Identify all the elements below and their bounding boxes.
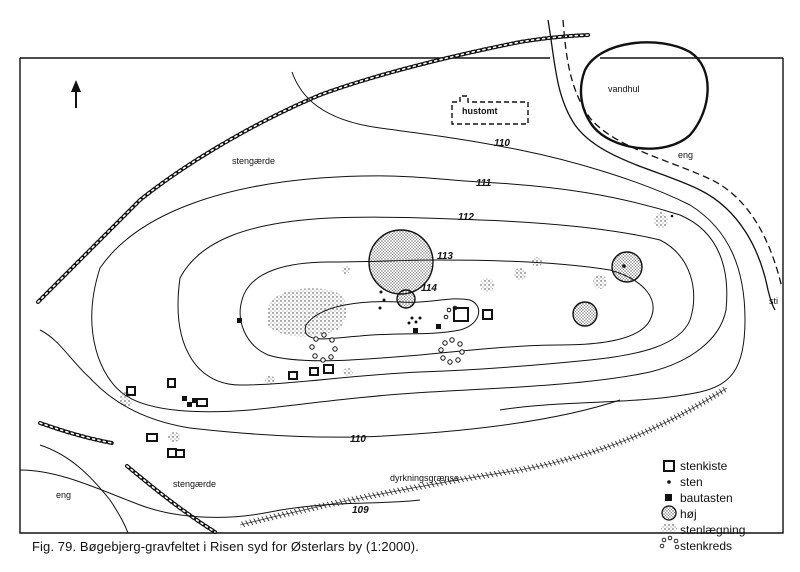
label-eng-left: eng: [56, 490, 72, 500]
figure-caption: Fig. 79. Bøgebjerg-gravfeltet i Risen sy…: [32, 539, 419, 554]
cultivation-boundary: [239, 385, 729, 528]
contour-label-113: 113: [437, 251, 453, 262]
stone-paving-7: [343, 368, 353, 376]
label-vandhul: vandhul: [608, 84, 640, 94]
stone-fence-lower-left-inner: [39, 422, 113, 444]
contour-left-curve: [39, 444, 129, 534]
contour-110-bottom: [39, 329, 621, 438]
legend: stenkiste sten bautasten høj stenlægning…: [662, 458, 745, 554]
stone-paving-6: [265, 376, 275, 384]
legend-item-stenkreds: stenkreds: [662, 538, 745, 554]
stone-paving-10: [342, 266, 350, 274]
contour-114: [304, 298, 480, 340]
legend-label-stenkreds: stenkreds: [680, 539, 733, 553]
stone-paving-3: [514, 268, 526, 280]
label-sti: sti: [769, 296, 778, 306]
stones: [378, 214, 674, 325]
legend-item-stenkiste: stenkiste: [662, 458, 745, 474]
legend-item-hoej: høj: [662, 506, 745, 522]
legend-item-sten: sten: [662, 474, 745, 490]
contour-110-top: [291, 71, 746, 411]
mound-middle: [396, 289, 416, 309]
cultivation-boundary-outline: [239, 387, 728, 526]
stone-paving-4: [532, 257, 542, 267]
legend-label-sten: sten: [680, 475, 703, 489]
mound-east: [611, 251, 643, 283]
north-arrow-icon: [71, 80, 81, 108]
path-sti-solid: [547, 19, 776, 311]
contour-109: [19, 469, 421, 518]
contour-label-114: 114: [421, 283, 437, 294]
label-hustomt: hustomt: [462, 106, 498, 116]
mound-south: [572, 301, 598, 327]
legend-label-bautasten: bautasten: [680, 491, 733, 505]
contour-111: [91, 175, 728, 413]
label-stengaerde-top: stengærde: [232, 156, 276, 166]
stone-fence-top-inner: [37, 34, 589, 303]
legend-symbols: [659, 460, 680, 550]
contour-label-112: 112: [458, 212, 474, 223]
legend-label-hoej: høj: [680, 507, 697, 521]
stone-fence-top: [36, 33, 590, 304]
stone-circle-2: [438, 337, 465, 365]
map-frame: [19, 58, 784, 534]
contour-label-109: 109: [352, 505, 369, 516]
contour-112: [177, 216, 695, 386]
contour-label-111: 111: [476, 178, 492, 189]
stone-circle-1: [309, 332, 338, 363]
label-stengaerde-bottom: stengærde: [173, 479, 217, 489]
legend-label-stenkiste: stenkiste: [680, 459, 728, 473]
path-sti-dashed: [562, 19, 783, 289]
legend-item-stenlaegning: stenlægning: [662, 522, 745, 538]
stone-paving-9: [168, 432, 180, 442]
label-eng-right: eng: [678, 150, 694, 160]
stone-paving-2: [480, 278, 494, 292]
standing-stones: [182, 318, 441, 407]
stone-paving-large: [268, 288, 347, 337]
contour-label-110-top: 110: [494, 138, 510, 149]
water-hole: [579, 41, 709, 150]
house-site: [451, 95, 529, 125]
legend-item-bautasten: bautasten: [662, 490, 745, 506]
stone-paving-5: [593, 275, 607, 289]
stone-paving-1: [654, 212, 668, 228]
stone-fence-bottom-inner: [126, 465, 216, 533]
legend-label-stenlaegning: stenlægning: [680, 523, 746, 537]
label-dyrkningsgraense: dyrkningsgrænse: [390, 473, 460, 483]
contour-label-110-bottom: 110: [350, 434, 366, 445]
